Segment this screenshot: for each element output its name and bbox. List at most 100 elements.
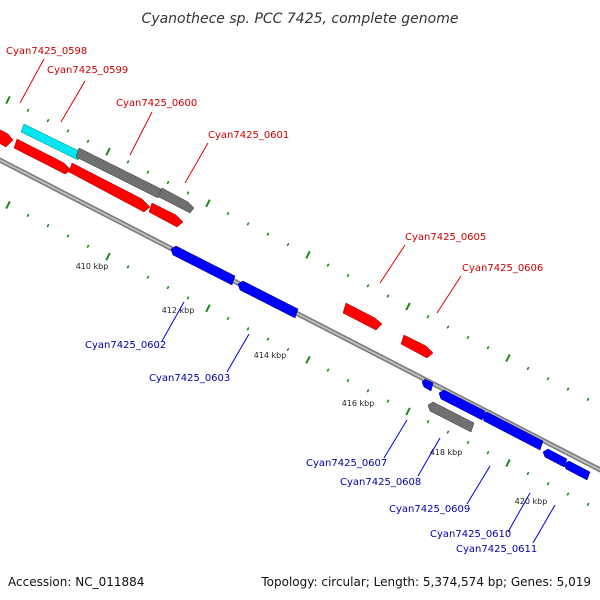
- tick-mark-0-10: [205, 199, 211, 208]
- tick-mark-1-51: [426, 420, 430, 424]
- gene-label-0599[interactable]: Cyan7425_0599: [47, 65, 128, 76]
- tick-mark-1-58: [566, 492, 570, 496]
- tick-mark-0-11: [226, 211, 230, 216]
- tick-mark-0-19: [386, 294, 390, 298]
- tick-mark-0-12: [246, 222, 250, 226]
- tick-mark-1-37: [146, 275, 150, 279]
- gene-label-0606[interactable]: Cyan7425_0606: [462, 263, 543, 274]
- gene-label-0609[interactable]: Cyan7425_0609: [389, 504, 470, 515]
- tick-mark-0-29: [586, 397, 590, 402]
- gene-label-0601[interactable]: Cyan7425_0601: [208, 130, 289, 141]
- tick-mark-0-28: [566, 387, 570, 391]
- tick-mark-0-27: [546, 377, 550, 381]
- tick-mark-0-24: [486, 346, 490, 350]
- tick-mark-1-36: [126, 265, 130, 269]
- gene-block-0598a[interactable]: [0, 127, 14, 148]
- scale-label-418: 418 kbp: [430, 448, 463, 457]
- accession-text: Accession: NC_011884: [8, 575, 144, 589]
- tick-mark-0-9: [186, 191, 190, 195]
- gene-label-0603[interactable]: Cyan7425_0603: [149, 373, 230, 384]
- tick-mark-1-47: [346, 378, 350, 383]
- gene-block-0607[interactable]: [421, 378, 434, 392]
- gene-label-0608[interactable]: Cyan7425_0608: [340, 477, 421, 488]
- tick-marks: [5, 95, 590, 507]
- tick-mark-1-48: [366, 389, 370, 393]
- topology-text: Topology: circular; Length: 5,374,574 bp…: [260, 575, 591, 589]
- tick-mark-0-20: [405, 302, 411, 311]
- tick-mark-1-33: [66, 234, 70, 238]
- tick-mark-1-31: [26, 213, 30, 218]
- tick-mark-0-3: [66, 129, 70, 133]
- gene-block-0610[interactable]: [542, 448, 568, 468]
- gene-label-0598[interactable]: Cyan7425_0598: [6, 46, 87, 57]
- scale-label-414: 414 kbp: [254, 351, 287, 360]
- tick-mark-0-21: [426, 315, 430, 319]
- tick-mark-1-46: [326, 368, 330, 372]
- tick-mark-1-44: [286, 347, 290, 352]
- tick-mark-0-18: [366, 284, 370, 288]
- tick-mark-1-50: [405, 407, 411, 416]
- gene-label-0605[interactable]: Cyan7425_0605: [405, 232, 486, 243]
- tick-mark-0-26: [526, 366, 530, 371]
- gene-label-0610[interactable]: Cyan7425_0610: [430, 529, 511, 540]
- tick-mark-1-39: [186, 296, 190, 300]
- tick-mark-1-35: [105, 252, 111, 261]
- scale-label-412: 412 kbp: [162, 306, 195, 315]
- gene-label-0600[interactable]: Cyan7425_0600: [116, 98, 197, 109]
- tick-mark-1-34: [86, 244, 90, 248]
- tick-mark-0-17: [346, 273, 350, 278]
- scale-labels: 410 kbp 412 kbp 414 kbp 416 kbp 418 kbp …: [76, 262, 548, 506]
- leader-lines: [19, 58, 556, 544]
- tick-mark-1-40: [205, 304, 211, 313]
- gene-block-0608[interactable]: [427, 401, 475, 433]
- gene-block-0609a[interactable]: [438, 389, 486, 421]
- tick-mark-1-38: [166, 285, 170, 290]
- gene-block-0605[interactable]: [342, 302, 383, 331]
- scale-label-416: 416 kbp: [342, 399, 375, 408]
- scale-label-420: 420 kbp: [515, 497, 548, 506]
- tick-mark-1-52: [446, 430, 450, 434]
- tick-mark-1-49: [386, 399, 390, 403]
- tick-mark-0-23: [466, 335, 470, 340]
- tick-mark-1-41: [226, 316, 230, 321]
- gene-block-0603[interactable]: [237, 280, 299, 319]
- gene-label-0611[interactable]: Cyan7425_0611: [456, 544, 537, 555]
- genome-backbone: [0, 157, 600, 473]
- tick-mark-1-45: [305, 355, 311, 364]
- tick-mark-0-16: [326, 263, 330, 267]
- tick-mark-0-4: [86, 139, 90, 143]
- gene-block-0601[interactable]: [158, 187, 195, 214]
- gene-block-0611[interactable]: [563, 460, 591, 481]
- gene-label-0602[interactable]: Cyan7425_0602: [85, 340, 166, 351]
- tick-mark-1-54: [486, 451, 490, 455]
- tick-mark-1-55: [505, 459, 511, 468]
- tick-mark-1-57: [546, 482, 550, 486]
- tick-mark-0-14: [286, 242, 290, 247]
- gene-features: [0, 123, 591, 481]
- gene-block-0599[interactable]: [20, 123, 82, 161]
- tick-mark-0-7: [146, 170, 150, 174]
- tick-mark-1-56: [526, 471, 530, 476]
- gene-block-0598[interactable]: [13, 138, 72, 175]
- tick-mark-0-0: [5, 95, 11, 105]
- tick-mark-0-13: [266, 232, 270, 236]
- gene-block-0601b[interactable]: [148, 202, 184, 228]
- tick-mark-1-32: [46, 223, 50, 228]
- gene-block-0606[interactable]: [400, 334, 434, 359]
- gene-block-0600b[interactable]: [68, 162, 151, 213]
- tick-mark-0-15: [305, 250, 311, 259]
- gene-block-0600[interactable]: [75, 147, 162, 199]
- tick-mark-0-6: [126, 160, 130, 164]
- tick-mark-0-2: [46, 118, 50, 123]
- gene-block-0609[interactable]: [481, 411, 544, 451]
- tick-mark-1-43: [266, 337, 270, 341]
- tick-mark-0-8: [166, 180, 170, 185]
- tick-mark-1-59: [586, 502, 590, 507]
- gene-block-0602[interactable]: [170, 245, 236, 286]
- tick-mark-1-30: [5, 200, 11, 210]
- scale-label-410: 410 kbp: [76, 262, 109, 271]
- tick-mark-1-53: [466, 440, 470, 445]
- gene-label-0607[interactable]: Cyan7425_0607: [306, 458, 387, 469]
- tick-mark-0-22: [446, 325, 450, 329]
